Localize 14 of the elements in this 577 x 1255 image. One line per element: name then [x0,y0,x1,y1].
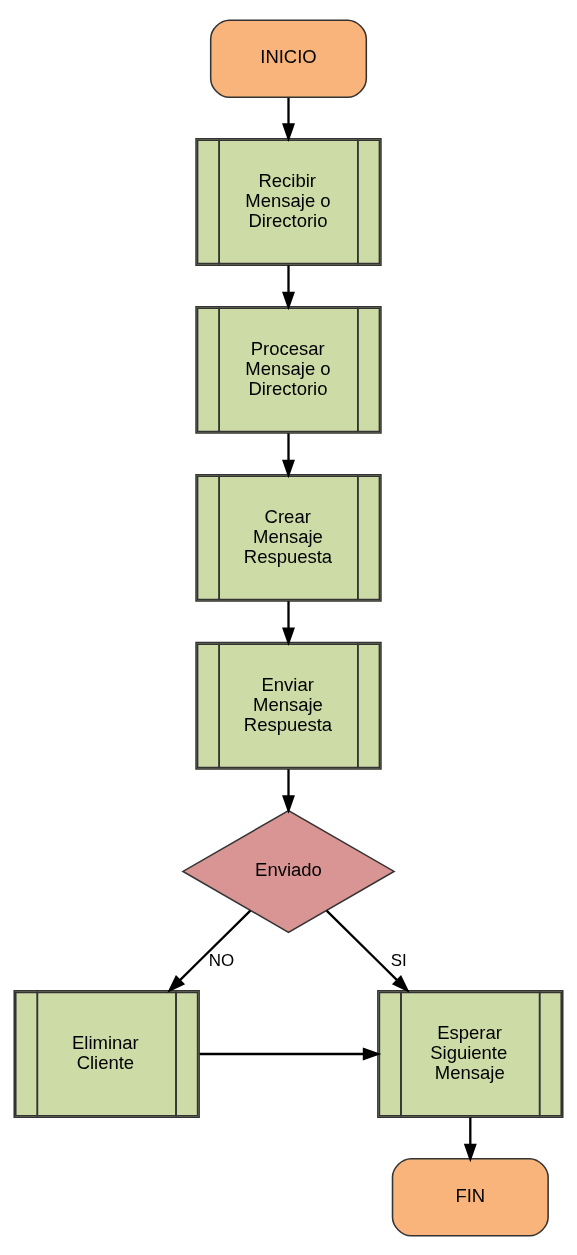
arrow [282,97,295,142]
arrow [199,1047,382,1060]
edge-label: SI [390,950,407,970]
node-diamond: Enviado [181,809,396,933]
arrow [282,600,295,646]
node-box: FIN [391,1157,549,1237]
arrow [325,909,410,993]
arrow [167,909,252,993]
arrow [282,432,295,478]
arrow [463,1116,477,1162]
arrow [282,768,295,814]
node-box: INICIO [209,18,368,98]
arrow [282,264,295,310]
edge-label: NO [208,950,235,970]
